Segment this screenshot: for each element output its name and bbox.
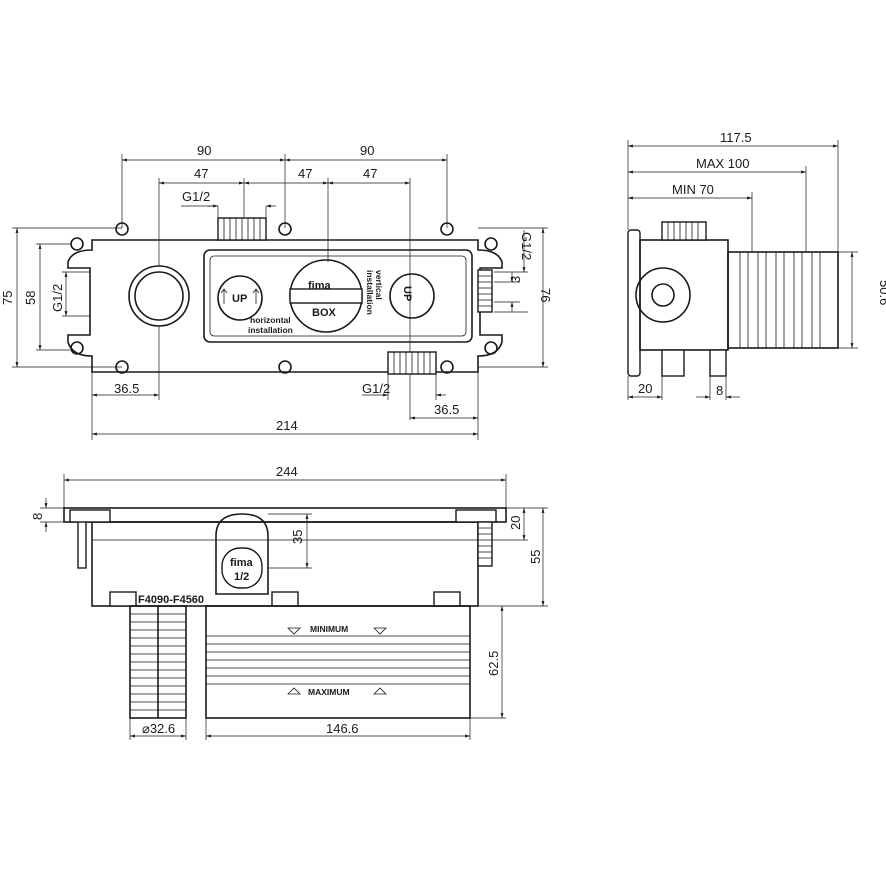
dim-47-c: 47 bbox=[363, 166, 377, 181]
up-disc-left bbox=[217, 275, 263, 321]
dim-max100: MAX 100 bbox=[696, 156, 749, 171]
dim-20-side: 20 bbox=[638, 381, 652, 396]
side-bottom-connector-2 bbox=[709, 349, 727, 377]
boss bbox=[271, 591, 299, 607]
dim-g12-right: G1/2 bbox=[519, 232, 534, 260]
dim-g12-bottom: G1/2 bbox=[362, 381, 390, 396]
ear-hole bbox=[484, 237, 498, 251]
right-connector bbox=[477, 269, 493, 313]
left-pipe-inner bbox=[134, 271, 184, 321]
installation-label: installation bbox=[248, 325, 293, 335]
cap-size: 1/2 bbox=[234, 571, 249, 583]
dim-min70: MIN 70 bbox=[672, 182, 714, 197]
front-cap bbox=[215, 513, 269, 595]
side-plate bbox=[627, 229, 641, 377]
side-sleeve bbox=[727, 251, 839, 349]
center-bar bbox=[289, 288, 363, 304]
boss bbox=[109, 591, 137, 607]
dim-1175: 117.5 bbox=[720, 130, 752, 145]
side-bottom-connector bbox=[661, 349, 685, 377]
dim-55: 55 bbox=[528, 550, 543, 564]
minimum-label: MINIMUM bbox=[310, 624, 348, 634]
ear-hole bbox=[70, 237, 84, 251]
side-outlet-inner bbox=[651, 283, 675, 307]
dim-8-front: 8 bbox=[30, 513, 45, 520]
cover-plate bbox=[203, 249, 473, 343]
dim-47-a: 47 bbox=[194, 166, 208, 181]
dim-365-right: 36.5 bbox=[434, 402, 459, 417]
left-pipe bbox=[128, 265, 190, 327]
front-post-left bbox=[77, 517, 87, 569]
front-view: fima 1/2 F4090-F4560 MINIMUM MAXIMUM 244… bbox=[30, 464, 548, 740]
horizontal-label: horizontal bbox=[250, 315, 291, 325]
dim-g12-top: G1/2 bbox=[182, 189, 210, 204]
front-tab-right bbox=[455, 509, 497, 523]
dim-365-left: 36.5 bbox=[114, 381, 139, 396]
top-view: UP horizontal installation fima BOX UP v… bbox=[0, 143, 553, 440]
vertical-label: vertical bbox=[374, 270, 384, 300]
dim-47-b: 47 bbox=[298, 166, 312, 181]
dim-90-left: 90 bbox=[197, 143, 211, 158]
dim-75: 75 bbox=[0, 291, 15, 305]
up-disc-right bbox=[389, 273, 435, 319]
box-label: BOX bbox=[312, 307, 337, 319]
boss bbox=[433, 591, 461, 607]
vertical-installation-label: installation bbox=[365, 270, 375, 315]
side-top-connector bbox=[661, 221, 707, 241]
dim-244: 244 bbox=[276, 464, 298, 479]
front-tab-left bbox=[69, 509, 111, 523]
dim-20-front: 20 bbox=[508, 516, 523, 530]
dim-1466: 146.6 bbox=[326, 721, 359, 736]
brand-label: fima bbox=[308, 280, 332, 292]
dim-8-side: 8 bbox=[716, 383, 723, 398]
cap-badge bbox=[221, 547, 263, 589]
dim-76: 76 bbox=[538, 288, 553, 302]
cap-brand: fima bbox=[230, 557, 254, 569]
dim-g12-left: G1/2 bbox=[50, 284, 65, 312]
front-plate bbox=[63, 507, 507, 523]
dim-506: 50.6 bbox=[877, 280, 886, 305]
ear-hole bbox=[70, 341, 84, 355]
up-label-left: UP bbox=[232, 293, 247, 305]
dim-214: 214 bbox=[276, 418, 298, 433]
dim-58: 58 bbox=[23, 291, 38, 305]
dim-326: ⌀32.6 bbox=[142, 721, 175, 736]
screw-tab bbox=[440, 360, 454, 374]
maximum-label: MAXIMUM bbox=[308, 687, 350, 697]
up-label-right: UP bbox=[401, 286, 413, 301]
front-right-connector bbox=[477, 521, 493, 567]
model-label: F4090-F4560 bbox=[138, 594, 204, 606]
side-view: 117.5 MAX 100 MIN 70 50.6 20 8 bbox=[627, 130, 886, 400]
side-body bbox=[639, 239, 729, 351]
ear-hole bbox=[484, 341, 498, 355]
dim-35: 35 bbox=[290, 530, 305, 544]
screw-tab bbox=[278, 360, 292, 374]
top-body-outline bbox=[67, 239, 503, 373]
dim-625: 62.5 bbox=[486, 651, 501, 676]
side-outlet bbox=[635, 267, 691, 323]
dim-90-right: 90 bbox=[360, 143, 374, 158]
dim-3: 3 bbox=[508, 276, 523, 283]
front-extension bbox=[205, 605, 471, 719]
